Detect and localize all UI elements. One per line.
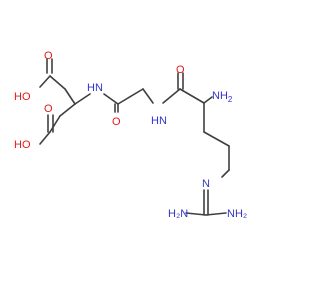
bond	[103, 93, 119, 105]
molecule-diagram: O HO O HO HN O HN O NH2 N H₂N NH₂	[14, 50, 247, 220]
atom-o-acid1-hydroxyl: HO	[14, 91, 31, 103]
bond	[39, 75, 51, 88]
bond	[142, 88, 154, 104]
atom-o-acid1-carbonyl: O	[44, 50, 53, 62]
bond	[205, 212, 227, 216]
bond	[59, 103, 76, 117]
atom-o-acid2-carbonyl: O	[44, 103, 53, 115]
atom-n-amine: NH2	[212, 90, 233, 104]
bond	[49, 115, 61, 133]
atom-o-amide2: O	[176, 64, 185, 76]
atom-o-amide1: O	[112, 116, 121, 128]
bond	[64, 88, 76, 105]
bond	[203, 96, 213, 104]
structure-svg: O HO O HO HN O HN O NH2 N H₂N NH₂	[14, 50, 247, 220]
atom-n-amide2: HN	[151, 115, 167, 127]
bond	[39, 131, 51, 145]
atom-n-guan: N	[202, 178, 210, 190]
bond	[74, 93, 91, 105]
bond	[49, 75, 66, 90]
atom-n-guan-right: NH₂	[227, 208, 247, 220]
atom-n-guan-left: H₂N	[168, 208, 188, 220]
bond	[179, 88, 205, 104]
bond	[221, 169, 230, 178]
bond	[203, 131, 230, 147]
bond	[117, 88, 144, 105]
atom-n-amide1: HN	[87, 82, 103, 94]
bonds-group	[39, 58, 230, 216]
atom-labels-group: O HO O HO HN O HN O NH2 N H₂N NH₂	[14, 50, 247, 220]
bond	[162, 88, 181, 104]
atom-o-acid2-hydroxyl: HO	[14, 139, 31, 151]
bond	[185, 212, 207, 216]
